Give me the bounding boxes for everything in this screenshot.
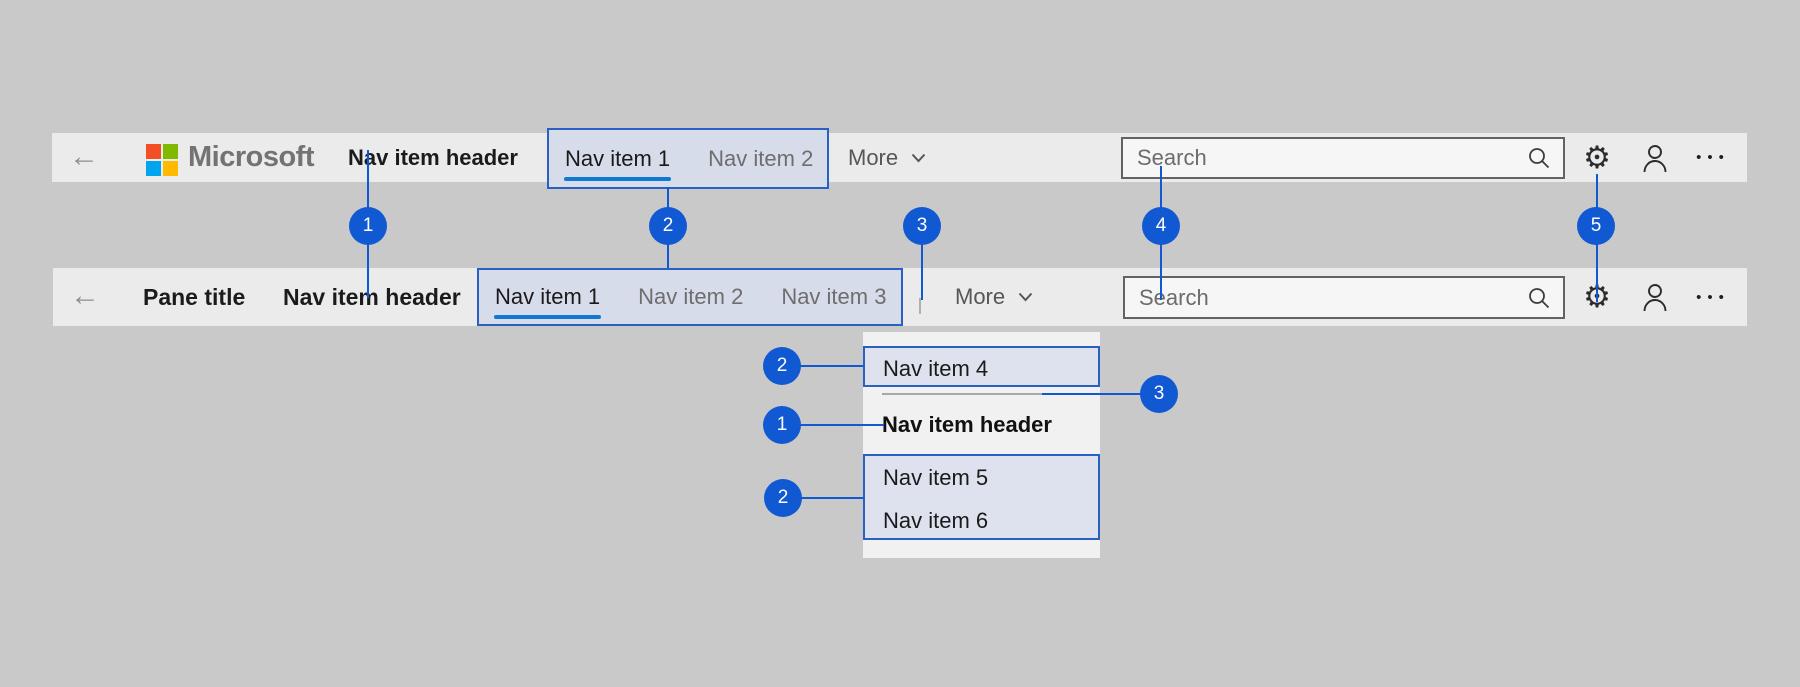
nav-item-1-label: Nav item 1 — [565, 145, 671, 171]
microsoft-wordmark[interactable]: Microsoft — [188, 141, 315, 173]
callout-line-3 — [921, 244, 923, 300]
menu-item-nav-6[interactable]: Nav item 6 — [883, 508, 989, 533]
dropdown-item-callout-box: Nav item 4 — [863, 346, 1100, 387]
selected-indicator — [494, 315, 602, 319]
callout-badge-1: 1 — [349, 207, 387, 245]
more-dropdown-menu: Nav item 4 Nav item header Nav item 5 Na… — [863, 332, 1100, 558]
nav-item-3-pane[interactable]: Nav item 3 — [781, 284, 887, 309]
search-box-top — [1121, 137, 1565, 179]
selected-indicator — [564, 176, 672, 181]
dropdown-nav-item-header: Nav item header — [882, 412, 1052, 437]
account-person-icon[interactable] — [1635, 268, 1675, 326]
logo-square-red — [146, 144, 161, 159]
back-arrow-icon[interactable]: ← — [69, 140, 99, 173]
callout-badge-3: 3 — [903, 207, 941, 245]
callout-badge-2: 2 — [649, 207, 687, 245]
callout-badge-5: 5 — [1577, 207, 1615, 245]
callout-badge-4: 4 — [1142, 207, 1180, 245]
microsoft-logo-icon[interactable] — [146, 144, 178, 176]
more-options-ellipsis-icon[interactable]: ••• — [1696, 149, 1730, 166]
more-menu-button-pane[interactable]: More — [955, 268, 1033, 326]
nav-item-1-top[interactable]: Nav item 1 — [564, 145, 672, 181]
menu-item-nav-4[interactable]: Nav item 4 — [883, 356, 989, 381]
logo-square-blue — [146, 161, 161, 176]
search-input[interactable] — [1123, 145, 1527, 171]
more-options-ellipsis-icon[interactable]: ••• — [1696, 288, 1730, 306]
more-label: More — [955, 284, 1006, 309]
pane-title: Pane title — [143, 284, 246, 310]
callout-badge-dropdown-3: 3 — [1140, 375, 1178, 413]
search-icon[interactable] — [1527, 146, 1551, 170]
search-icon[interactable] — [1527, 286, 1551, 310]
nav-item-header-pane: Nav item header — [283, 284, 461, 310]
account-person-icon[interactable] — [1635, 133, 1675, 182]
nav-items-callout-box-top: Nav item 1 Nav item 2 — [547, 128, 829, 189]
more-menu-button-top[interactable]: More — [848, 133, 926, 182]
search-box-pane — [1123, 276, 1565, 319]
nav-more-divider — [919, 298, 921, 314]
back-arrow-icon[interactable]: ← — [70, 279, 100, 312]
nav-item-1-pane[interactable]: Nav item 1 — [494, 284, 602, 319]
callout-line-dropdown-3 — [1042, 393, 1141, 395]
callout-badge-dropdown-1: 1 — [763, 406, 801, 444]
search-input[interactable] — [1125, 284, 1527, 311]
logo-square-yellow — [163, 161, 178, 176]
nav-item-1-label: Nav item 1 — [495, 284, 601, 309]
callout-badge-dropdown-2b: 2 — [764, 479, 802, 517]
callout-line-dropdown-1 — [800, 424, 884, 426]
nav-item-2-top[interactable]: Nav item 2 — [708, 145, 814, 171]
logo-square-green — [163, 144, 178, 159]
more-label: More — [848, 144, 899, 170]
chevron-down-icon — [911, 153, 926, 162]
chevron-down-icon — [1018, 292, 1033, 302]
callout-badge-dropdown-2a: 2 — [763, 347, 801, 385]
nav-item-header-top: Nav item header — [348, 145, 518, 170]
top-header-bar: ← Microsoft Nav item header More ⚙ — [52, 133, 1747, 182]
callout-line-dropdown-2b — [801, 497, 863, 499]
nav-items-callout-box-pane: Nav item 1 Nav item 2 Nav item 3 — [477, 268, 903, 326]
callout-line-dropdown-2a — [800, 365, 863, 367]
menu-item-nav-5[interactable]: Nav item 5 — [883, 465, 989, 490]
settings-gear-icon[interactable]: ⚙ — [1583, 139, 1611, 175]
dropdown-separator — [882, 393, 1042, 395]
dropdown-items-callout-box: Nav item 5 Nav item 6 — [863, 454, 1100, 540]
nav-item-2-pane[interactable]: Nav item 2 — [638, 284, 744, 309]
